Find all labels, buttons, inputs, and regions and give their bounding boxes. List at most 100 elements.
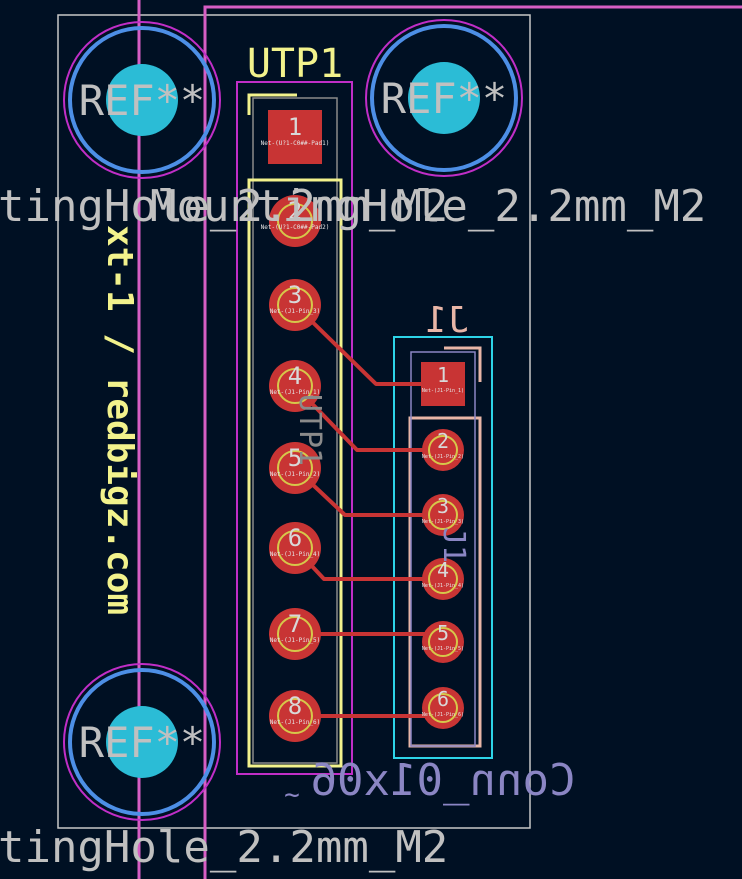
pad-drill-ring [277,698,313,734]
pad-round [269,360,321,412]
pad-net-name: Net-(J1-Pin_4) [422,583,464,589]
j1-pin1-marker [444,346,482,382]
mount-ref-label: REF** [381,74,507,123]
pad-round [269,522,321,574]
pad-net-name: Net-(J1-Pin_2) [270,471,321,478]
mount-value-top[interactable]: MountingHole_2.2mm_M2 [0,181,448,232]
utp1-fab-ref-label: UTP1 [292,394,327,466]
pad-number: 4 [288,362,302,390]
pad-net-name: Net-(J1-Pin_5) [422,646,464,652]
pad-number: 3 [288,281,302,309]
pad-round [269,195,321,247]
pad-net-name: Net-(J1-Pin_6) [270,719,321,726]
track-pin3-j1 [293,303,443,386]
mount-drill-hole [408,62,480,134]
pad-drill-ring [428,500,458,530]
mounting-hole[interactable]: REF** [63,21,221,179]
pad-net-name: Net-(J1-Pin_3) [422,519,464,525]
pad-drill-ring [428,564,458,594]
pad-round [269,608,321,660]
pad-number: 5 [288,444,302,472]
j1-fab-outline [410,351,476,747]
board-outline[interactable] [57,14,531,829]
pad-net-name: Net-(U?1-C0##-Pad2) [261,224,330,231]
pad-number: 7 [288,610,302,638]
utp1-ref-label[interactable]: UTP1 [247,41,343,87]
pad-number: 1 [437,363,449,387]
pad-number: 2 [288,197,302,225]
silk-credit-text[interactable]: xt-1 / redbigz.com [99,225,140,615]
mount-drill-hole [106,706,178,778]
pad-drill-ring [428,627,458,657]
mount-value-top-2[interactable]: MountingHole_2.2mm_M2 [150,181,706,232]
pad-drill-ring [428,435,458,465]
pad-net-name: Net-(J1-Pin_6) [422,712,464,718]
mount-pad-ring [370,24,518,172]
pad-square [268,110,322,164]
pad-net-name: Net-(J1-Pin_1) [270,389,321,396]
j1-pads: 1Net-(J1-Pin_1)2Net-(J1-Pin_2)3Net-(J1-P… [421,362,465,729]
pad-number: 6 [288,524,302,552]
pad-net-name: Net-(J1-Pin_5) [270,637,321,644]
j1-courtyard[interactable] [393,336,493,759]
utp1-pin1-marker [247,93,297,115]
mount-value-bottom[interactable]: MountingHole_2.2mm_M2 [0,822,448,873]
mounting-hole[interactable]: REF** [365,19,523,177]
pad-number: 8 [288,692,302,720]
mounting-holes: REF** REF** REF** [63,19,523,821]
pad-round [269,442,321,494]
mount-courtyard-ring [365,19,523,177]
pad-net-name: Net-(J1-Pin_4) [270,551,321,558]
mount-pad-ring [68,26,216,174]
j1-fab-ref-label: J1 [436,527,471,563]
mount-courtyard-ring [63,663,221,821]
mount-ref-label: REF** [79,76,205,125]
mount-courtyard-ring [63,21,221,179]
conn-value-label[interactable]: Conn_01x06 [311,755,576,806]
pad-net-name: Net-(U?1-C0##-Pad1) [261,140,330,147]
mount-pad-ring [68,668,216,816]
pad-square [421,362,465,406]
pad-number: 1 [288,113,302,141]
utp1-courtyard[interactable] [236,81,353,775]
pad-drill-ring [428,693,458,723]
pad-number: 2 [437,429,449,453]
pad-number: 6 [437,687,449,711]
pad-drill-ring [277,616,313,652]
utp1-silk-outline [247,178,343,768]
pad-drill-ring [277,203,313,239]
pad-drill-ring [277,530,313,566]
mount-drill-hole [106,64,178,136]
pad-number: 5 [437,621,449,645]
pad-round [269,690,321,742]
pad-net-name: Net-(J1-Pin_1) [422,388,464,394]
pad-net-name: Net-(J1-Pin_2) [422,454,464,460]
pad-drill-ring [277,450,313,486]
pad-number: 3 [437,494,449,518]
mounting-hole[interactable]: REF** [63,663,221,821]
pad-drill-ring [277,368,313,404]
track-pin4-j2 [293,384,443,452]
j1-back-ref-label[interactable]: J1 [425,300,468,341]
pad-round [269,279,321,331]
conn-value-tilde: ~ [284,780,300,810]
pad-number: 4 [437,558,449,582]
pad-net-name: Net-(J1-Pin_3) [270,308,321,315]
mount-ref-label: REF** [79,718,205,767]
